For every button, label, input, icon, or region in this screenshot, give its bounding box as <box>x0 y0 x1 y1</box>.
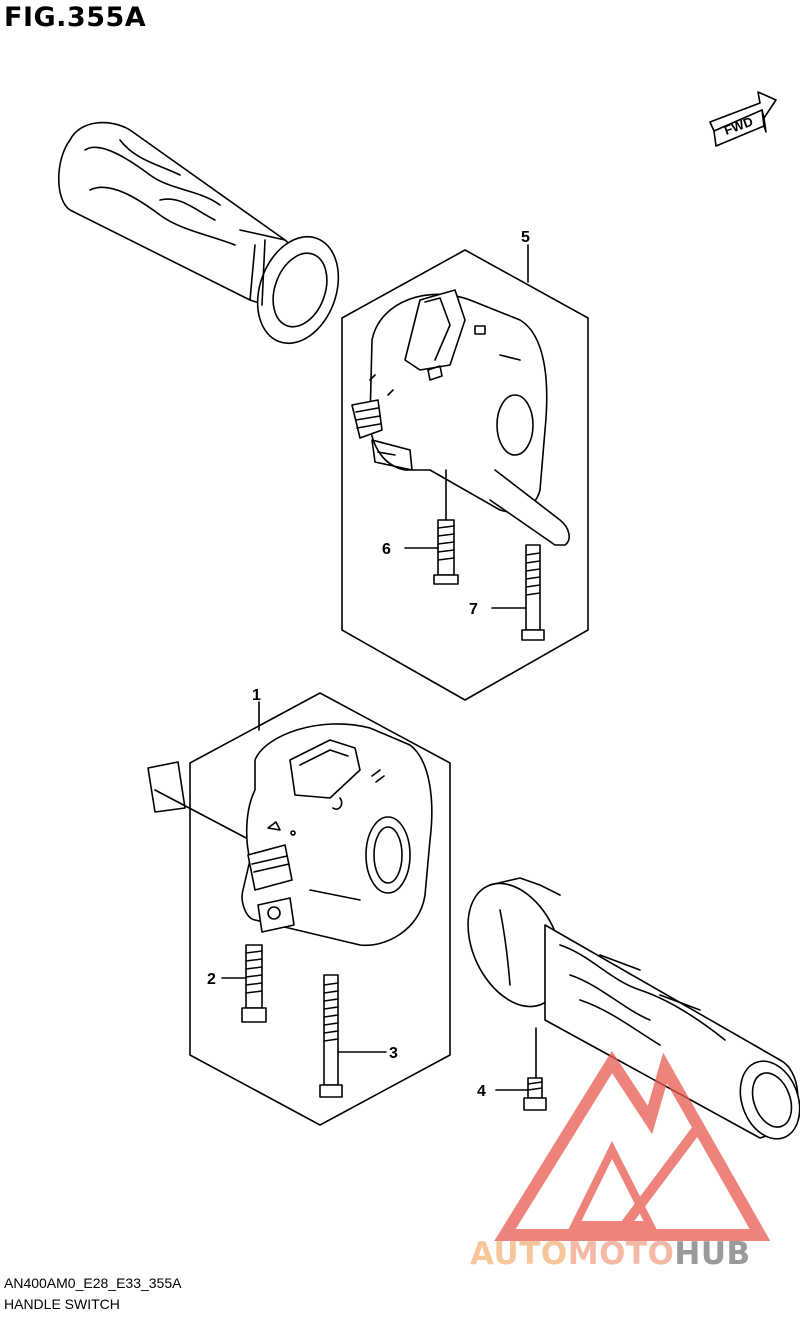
watermark-auto: AUTO <box>470 1236 568 1272</box>
figure-title: FIG.355A <box>4 2 147 33</box>
screw-6-illustration <box>404 469 459 585</box>
callout-3: 3 <box>389 1045 398 1062</box>
figure-name: HANDLE SWITCH <box>4 1296 120 1312</box>
callout-6: 6 <box>382 541 391 558</box>
screw-4-illustration <box>495 1027 547 1111</box>
watermark-hub: HUB <box>674 1236 751 1272</box>
assembly-outline-5 <box>341 249 589 701</box>
watermark-text: AUTOMOTOHUB <box>470 1236 751 1272</box>
screw-3-illustration <box>319 974 387 1098</box>
watermark-moto: MOTO <box>567 1236 675 1272</box>
left-grip-illustration <box>57 121 340 345</box>
callout-1: 1 <box>252 687 261 704</box>
right-grip-illustration <box>467 877 800 1140</box>
screw-2-illustration <box>221 944 267 1023</box>
callout-5: 5 <box>521 229 530 246</box>
figure-code: AN400AM0_E28_E33_355A <box>4 1275 182 1291</box>
right-switch-housing-illustration <box>351 289 570 546</box>
screw-7-illustration <box>491 544 545 641</box>
callout-7: 7 <box>469 601 478 618</box>
fwd-arrow-icon: FWD <box>709 91 777 147</box>
callout-2: 2 <box>207 971 216 988</box>
automotohub-logo-icon <box>494 1050 771 1241</box>
assembly-outline-1 <box>189 692 451 1126</box>
callout-4: 4 <box>477 1083 486 1100</box>
left-switch-housing-illustration <box>147 723 433 947</box>
